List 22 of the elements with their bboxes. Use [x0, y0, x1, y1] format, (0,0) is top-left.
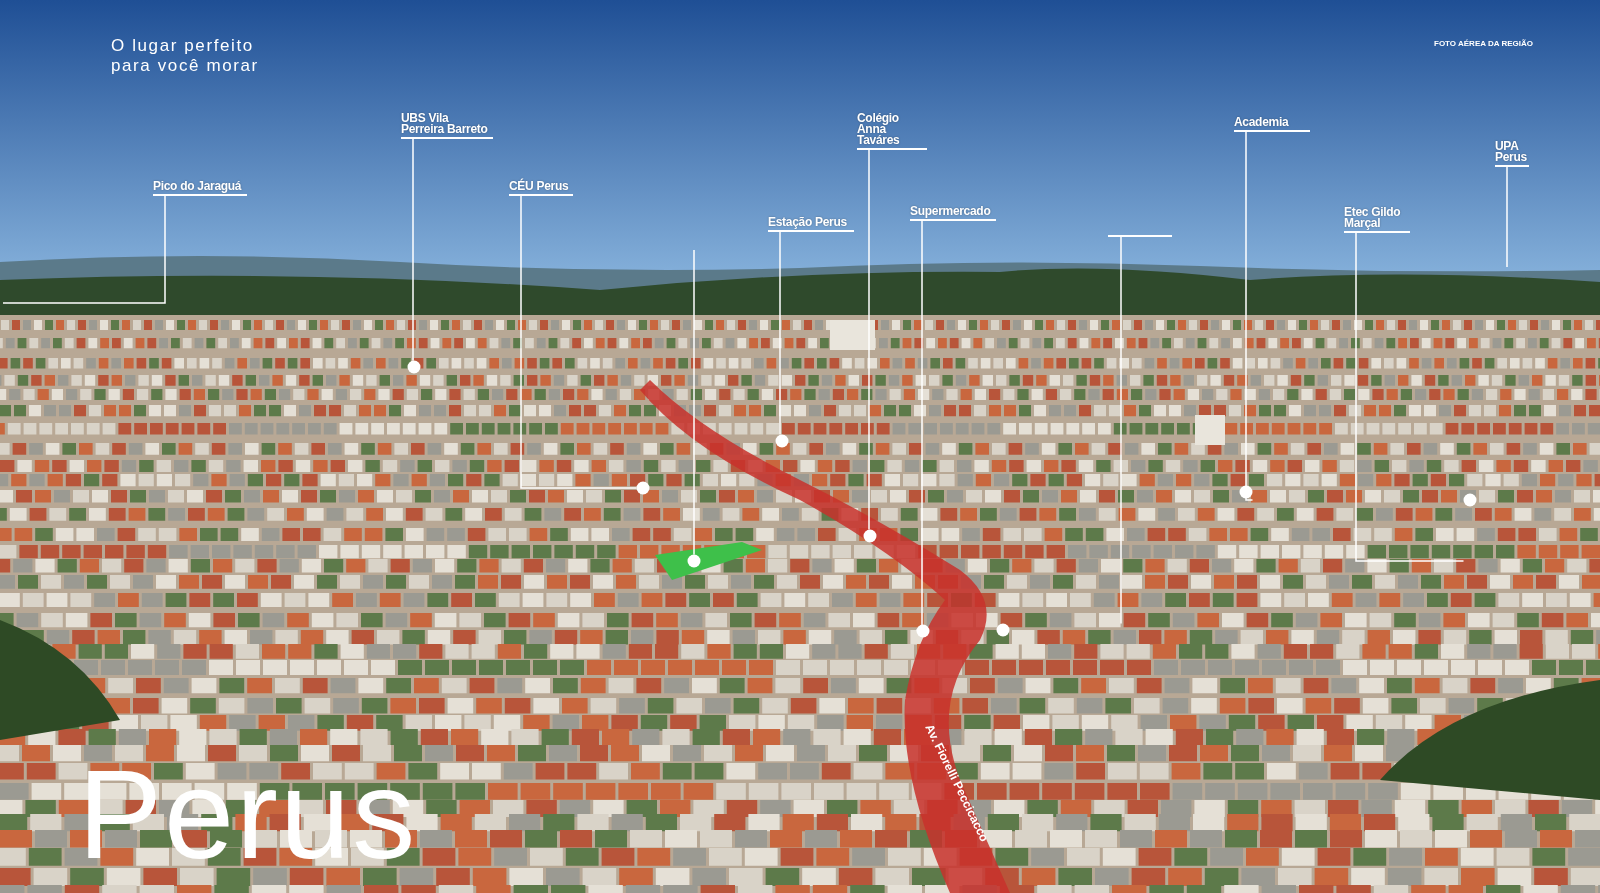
- place-label: Etec Gildo Marçal: [1344, 207, 1410, 233]
- place-label: UPA Perus: [1495, 141, 1529, 167]
- leader-line: [1120, 236, 1122, 625]
- leader-line: [868, 149, 870, 531]
- underline-bar: [1108, 235, 1172, 237]
- place-label: Estação Perus: [768, 217, 854, 232]
- place-label: UBS Vila Perreira Barreto: [401, 113, 493, 139]
- leader-line: [520, 195, 638, 489]
- leader-line: [412, 138, 414, 362]
- place-label: Academia: [1234, 117, 1310, 132]
- leader-line: [1355, 232, 1465, 562]
- leader-line: [2, 195, 166, 304]
- leader-line: [693, 249, 695, 556]
- place-label: Colégio Anna Taváres: [857, 113, 927, 150]
- place-label: Supermercado: [910, 206, 996, 221]
- place-label: Pico do Jaraguá: [153, 181, 247, 196]
- photo-caption: FOTO AÉREA DA REGIÃO: [1434, 39, 1533, 48]
- leader-line: [1506, 166, 1508, 268]
- leader-line: [1245, 131, 1254, 501]
- leader-line: [779, 231, 781, 436]
- tagline: O lugar perfeito para você morar: [111, 36, 260, 76]
- district-title: Perus: [78, 752, 418, 878]
